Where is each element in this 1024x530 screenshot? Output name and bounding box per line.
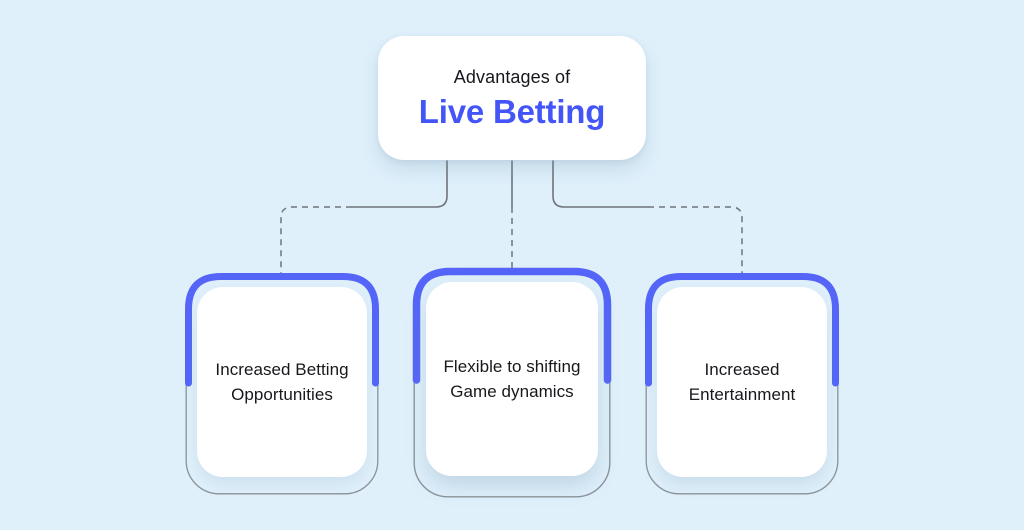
- node-ring-middle: [412, 267, 612, 498]
- node-label-right: Increased Entertainment: [688, 360, 796, 404]
- node-label-middle: Flexible to shifting Game dynamics: [443, 357, 581, 401]
- node-ring-right: [645, 273, 839, 495]
- node-inner-left: Increased Betting Opportunities: [197, 287, 367, 477]
- connector-right-dashed: [648, 206, 743, 274]
- header-eyebrow: Advantages of: [453, 66, 571, 87]
- node-inner-right: Increased Entertainment: [657, 287, 827, 477]
- connector-left-dashed: [280, 206, 352, 274]
- node-ring-left: [185, 273, 379, 495]
- header-card: Advantages of Live Betting: [378, 36, 646, 160]
- connector-right-solid: [552, 160, 649, 208]
- node-label-left: Increased Betting Opportunities: [215, 360, 349, 404]
- node-card-increased-betting-opportunities[interactable]: Increased Betting Opportunities: [185, 273, 379, 495]
- node-card-increased-entertainment[interactable]: Increased Entertainment: [645, 273, 839, 495]
- node-card-flexible-to-shifting-game-dynamics[interactable]: Flexible to shifting Game dynamics: [412, 267, 612, 498]
- connector-left-solid: [351, 160, 448, 208]
- node-inner-middle: Flexible to shifting Game dynamics: [426, 282, 598, 476]
- header-title: Live Betting: [418, 92, 606, 130]
